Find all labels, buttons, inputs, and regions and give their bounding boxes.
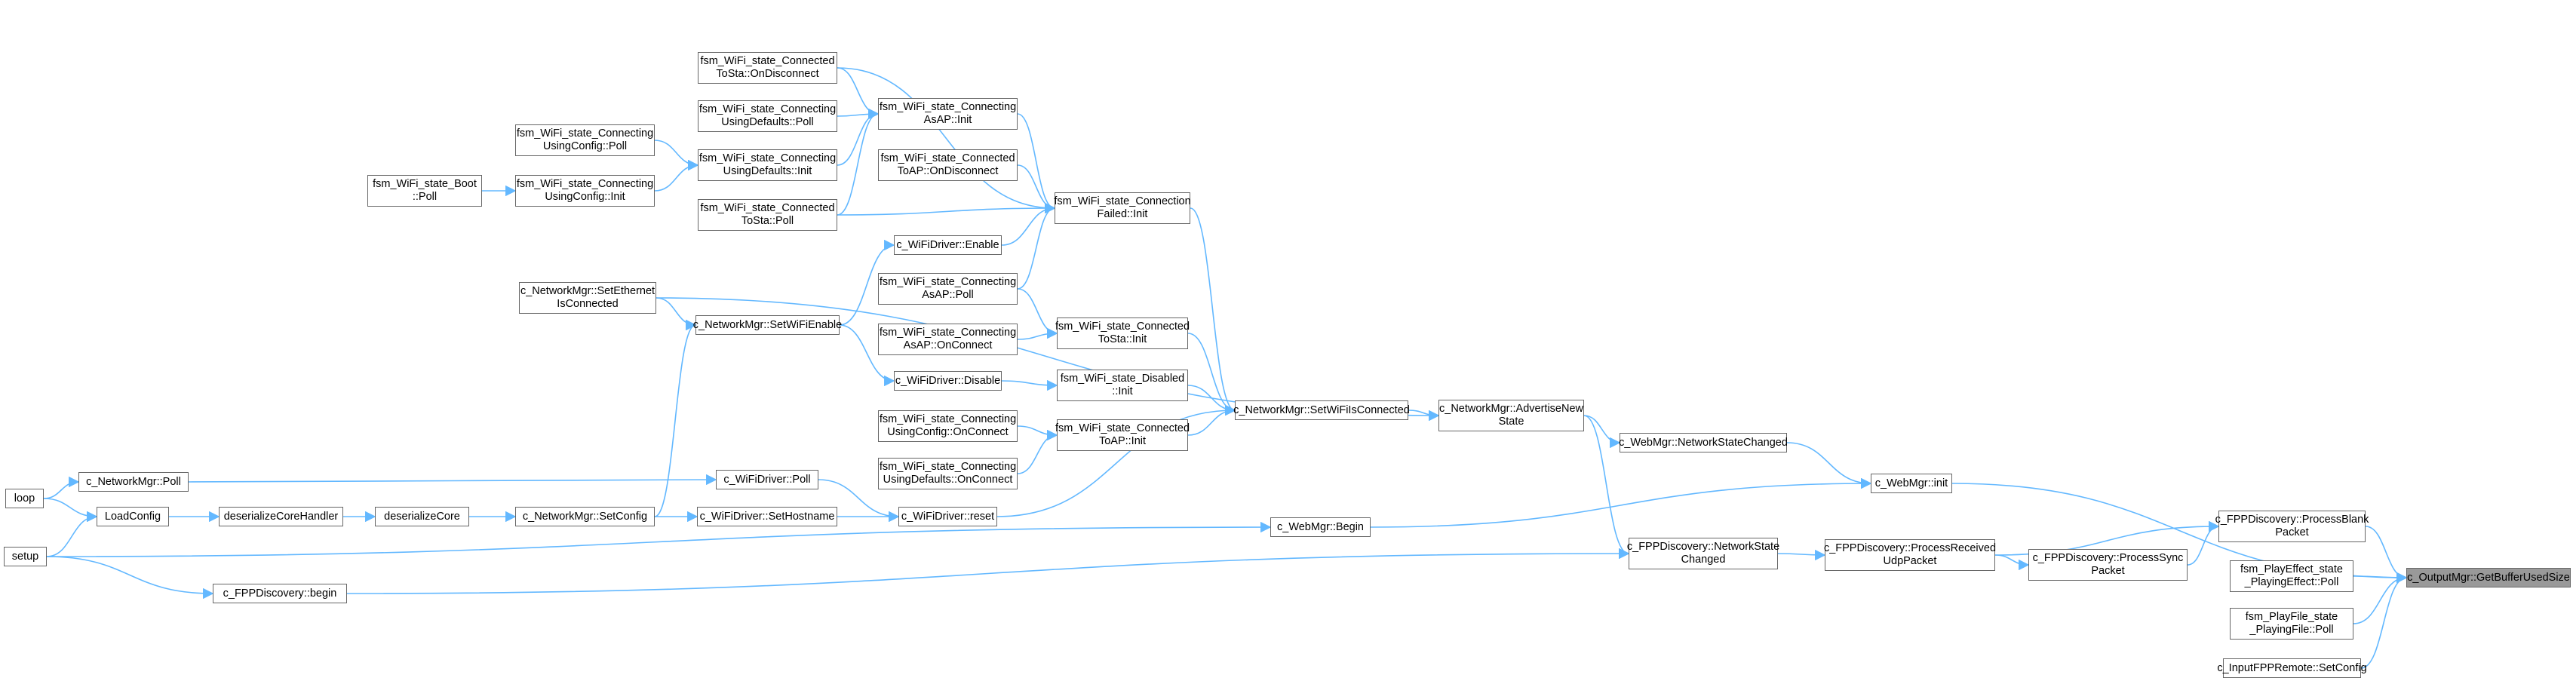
edge-n35-to-n28 <box>1370 477 1872 528</box>
edge-n8-to-n5 <box>654 159 699 192</box>
node-fsm-wifi-connecting-usingdefaults-onconnect[interactable]: fsm_WiFi_state_Connecting UsingDefaults:… <box>878 458 1018 489</box>
edge-n13-to-n14 <box>656 297 697 331</box>
node-fsm-wifi-connected-tosta-poll[interactable]: fsm_WiFi_state_Connected ToSta::Poll <box>698 199 837 231</box>
edge-n6-to-n9 <box>1017 164 1056 214</box>
edge-n2-to-n9 <box>1017 113 1056 214</box>
edge-n4-to-n5 <box>654 140 699 171</box>
edge-n24-to-n22 <box>1017 429 1058 474</box>
edge-n37-to-n29 <box>46 511 98 557</box>
edge-n21-to-n22 <box>1017 425 1058 441</box>
node-loop[interactable]: loop <box>5 489 44 508</box>
node-fsm-wifi-connected-toap-init[interactable]: fsm_WiFi_state_Connected ToAP::Init <box>1055 419 1190 451</box>
node-c-networkmgr-setethernet-isconnected[interactable]: c_NetworkMgr::SetEthernet IsConnected <box>519 282 656 314</box>
node-fsm-wifi-connecting-usingconfig-onconnect[interactable]: fsm_WiFi_state_Connecting UsingConfig::O… <box>878 410 1018 442</box>
node-c-networkmgr-advertisenewstate[interactable]: c_NetworkMgr::AdvertiseNew State <box>1438 400 1584 431</box>
node-c-networkmgr-setconfig[interactable]: c_NetworkMgr::SetConfig <box>515 507 655 526</box>
node-fsm-wifi-disabled-init[interactable]: fsm_WiFi_state_Disabled ::Init <box>1057 370 1188 401</box>
node-c-networkmgr-setwifienable[interactable]: c_NetworkMgr::SetWiFiEnable <box>693 315 842 335</box>
edge-n19-to-n20 <box>1408 410 1440 422</box>
edge-n45-to-n42 <box>2360 572 2408 669</box>
edge-n32-to-n14 <box>654 319 697 517</box>
node-c-outputmgr-getbufferusedsize-root: c_OutputMgr::GetBufferUsedSize <box>2406 568 2571 587</box>
edge-n15-to-n19 <box>1187 333 1236 416</box>
node-c-wifidriver-reset[interactable]: c_WiFiDriver::reset <box>898 507 997 526</box>
node-fsm-wifi-boot-poll[interactable]: fsm_WiFi_state_Boot ::Poll <box>367 175 482 207</box>
edge-n23-to-n28 <box>1786 442 1872 489</box>
node-setup[interactable]: setup <box>4 547 47 566</box>
edge-n12-to-n15 <box>1017 288 1058 339</box>
node-c-fppdiscovery-processsyncpacket[interactable]: c_FPPDiscovery::ProcessSync Packet <box>2028 549 2188 581</box>
node-loadconfig[interactable]: LoadConfig <box>97 507 169 526</box>
node-fsm-wifi-connecting-usingdefaults-init[interactable]: fsm_WiFi_state_Connecting UsingDefaults:… <box>698 149 837 181</box>
node-fsm-wifi-connected-tosta-init[interactable]: fsm_WiFi_state_Connected ToSta::Init <box>1055 317 1190 349</box>
edge-n20-to-n23 <box>1583 415 1621 449</box>
node-c-webmgr-networkstatechanged[interactable]: c_WebMgr::NetworkStateChanged <box>1619 433 1788 452</box>
node-fsm-wifi-connection-failed-init[interactable]: fsm_WiFi_state_Connection Failed::Init <box>1054 192 1191 224</box>
node-fsm-wifi-connecting-asap-poll[interactable]: fsm_WiFi_state_Connecting AsAP::Poll <box>878 273 1018 305</box>
edge-n9-to-n19 <box>1190 207 1236 416</box>
node-fsm-playfile-playingfile-poll[interactable]: fsm_PlayFile_state _PlayingFile::Poll <box>2230 608 2353 640</box>
edge-n10-to-n9 <box>837 202 1056 216</box>
edge-n1-to-n2 <box>837 67 880 120</box>
node-fsm-wifi-connecting-usingconfig-init[interactable]: fsm_WiFi_state_Connecting UsingConfig::I… <box>515 175 655 207</box>
edge-n17-to-n18 <box>1001 379 1058 391</box>
node-c-wifidriver-disable[interactable]: c_WiFiDriver::Disable <box>894 371 1002 391</box>
edge-n38-to-n39 <box>1777 549 1826 561</box>
edge-n25-to-n26 <box>43 476 80 499</box>
edge-n40-to-n36 <box>2187 520 2220 566</box>
edge-n37-to-n43 <box>46 556 214 600</box>
edge-n25-to-n29 <box>43 498 98 523</box>
node-c-inputfppremote-setconfig[interactable]: c_InputFPPRemote::SetConfig <box>2217 658 2367 678</box>
node-c-webmgr-begin[interactable]: c_WebMgr::Begin <box>1270 517 1371 537</box>
edge-n26-to-n27 <box>188 474 717 486</box>
node-deserializecore[interactable]: deserializeCore <box>375 507 469 526</box>
node-c-fppdiscovery-processblankpacket[interactable]: c_FPPDiscovery::ProcessBlank Packet <box>2215 511 2369 542</box>
edge-n22-to-n19 <box>1187 404 1236 436</box>
edge-n44-to-n42 <box>2353 572 2408 624</box>
node-fsm-wifi-connecting-asap-init[interactable]: fsm_WiFi_state_Connecting AsAP::Init <box>878 98 1018 130</box>
node-c-webmgr-init[interactable]: c_WebMgr::init <box>1871 474 1952 493</box>
node-c-wifidriver-poll[interactable]: c_WiFiDriver::Poll <box>716 470 818 489</box>
node-fsm-wifi-connecting-asap-onconnect[interactable]: fsm_WiFi_state_Connecting AsAP::OnConnec… <box>878 324 1018 355</box>
edge-n34-to-n19 <box>996 404 1236 517</box>
edge-n10-to-n2 <box>837 108 880 216</box>
node-fsm-wifi-connected-tosta-ondisconnect[interactable]: fsm_WiFi_state_Connected ToSta::OnDiscon… <box>698 52 837 84</box>
edge-n27-to-n34 <box>818 479 900 523</box>
node-c-networkmgr-poll[interactable]: c_NetworkMgr::Poll <box>78 472 189 492</box>
node-c-fppdiscovery-networkstatechanged[interactable]: c_FPPDiscovery::NetworkState Changed <box>1627 538 1779 569</box>
edge-n12-to-n9 <box>1017 202 1056 290</box>
node-c-wifidriver-sethostname[interactable]: c_WiFiDriver::SetHostname <box>697 507 837 526</box>
edge-n20-to-n38 <box>1583 415 1630 560</box>
node-c-networkmgr-setwifiisconnected[interactable]: c_NetworkMgr::SetWiFiIsConnected <box>1233 400 1410 420</box>
edge-n1-to-n9 <box>837 67 1056 214</box>
edge-n37-to-n35 <box>46 521 1272 557</box>
node-fsm-wifi-connecting-usingdefaults-poll[interactable]: fsm_WiFi_state_Connecting UsingDefaults:… <box>698 100 837 132</box>
node-c-fppdiscovery-processreceivedudppacket[interactable]: c_FPPDiscovery::ProcessReceived UdpPacke… <box>1824 539 1996 571</box>
edge-n14-to-n17 <box>839 324 895 387</box>
node-deserializecorehandler[interactable]: deserializeCoreHandler <box>219 507 343 526</box>
edge-n5-to-n2 <box>837 108 880 166</box>
node-fsm-wifi-connected-toap-ondisconnect[interactable]: fsm_WiFi_state_Connected ToAP::OnDisconn… <box>878 149 1018 181</box>
edge-n16-to-n15 <box>1017 327 1058 340</box>
node-c-wifidriver-enable[interactable]: c_WiFiDriver::Enable <box>894 235 1002 255</box>
node-fsm-wifi-connecting-usingconfig-poll[interactable]: fsm_WiFi_state_Connecting UsingConfig::P… <box>515 124 655 156</box>
edge-n36-to-n42 <box>2365 526 2408 584</box>
edge-n43-to-n38 <box>346 548 1630 594</box>
edge-n14-to-n11 <box>839 239 895 326</box>
node-fsm-playeffect-playingeffect-poll[interactable]: fsm_PlayEffect_state _PlayingEffect::Pol… <box>2230 560 2353 592</box>
edge-n39-to-n40 <box>1994 554 2030 571</box>
node-c-fppdiscovery-begin[interactable]: c_FPPDiscovery::begin <box>213 584 347 603</box>
